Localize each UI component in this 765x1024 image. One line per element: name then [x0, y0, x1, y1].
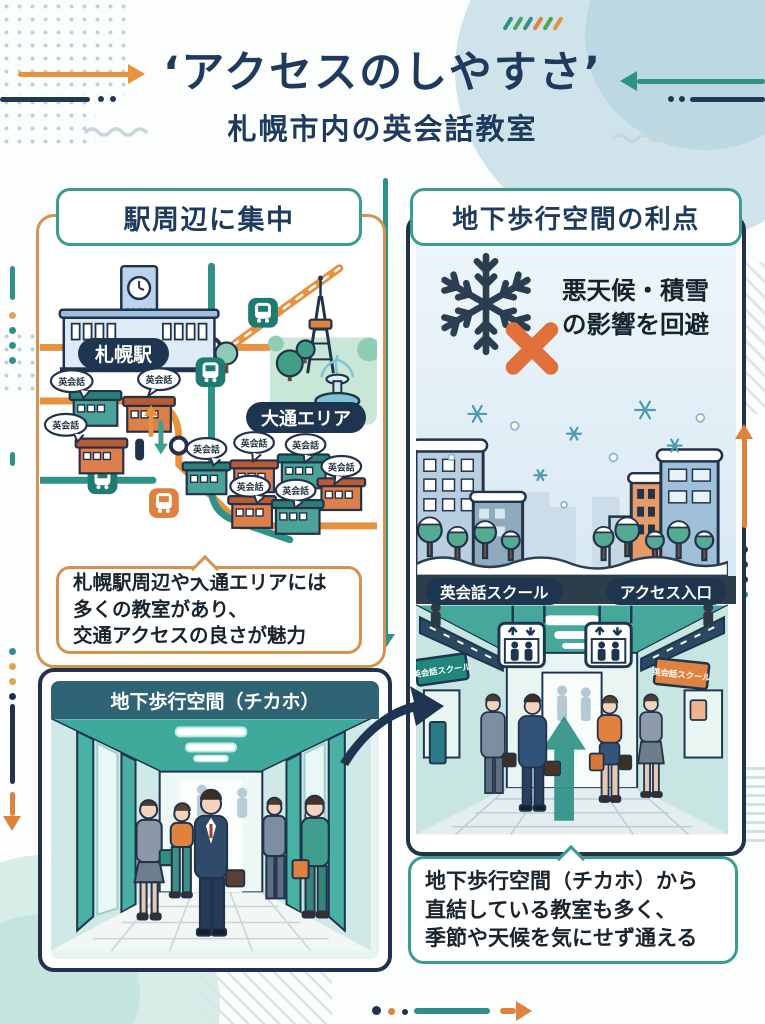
underground-panel: 悪天候・積雪 の影響を回避 — [406, 214, 746, 856]
decor-dot — [98, 96, 104, 102]
bottom-arrow-right-icon — [516, 1001, 532, 1021]
decor-dot — [9, 312, 16, 319]
svg-text:英会話: 英会話 — [240, 438, 268, 450]
left-caption-line: 札幌駅周辺や大通エリアには — [73, 570, 327, 594]
hatch-bottom — [200, 968, 332, 1024]
header-arrow-right-icon — [620, 71, 637, 91]
snowy-city-illustration — [416, 400, 728, 576]
bottom-arrow-shaft — [500, 1008, 516, 1014]
walkway-title-band: 地下歩行空間（チカホ） — [51, 681, 379, 719]
left-edge-dash — [10, 266, 15, 300]
svg-text:英会話: 英会話 — [281, 485, 309, 497]
right-caption-line: 地下歩行空間（チカホ）から — [425, 868, 698, 893]
decor-dot — [9, 648, 16, 655]
left-edge-arrow-shaft — [10, 792, 15, 816]
eikaiwa-school-pill: 英会話スクール — [426, 578, 563, 605]
svg-text:英会話: 英会話 — [51, 420, 79, 432]
right-panel-title: 地下歩行空間の利点 — [452, 204, 700, 235]
decor-dot — [9, 342, 16, 349]
header-arrow-right-shaft — [637, 79, 765, 84]
snowflake-icon — [441, 252, 531, 356]
decor-dot — [9, 357, 16, 364]
decor-dot — [9, 693, 16, 700]
wave-right-icon — [612, 133, 676, 143]
right-caption-line: 季節や天候を気にせず通える — [425, 926, 698, 951]
svg-text:英会話: 英会話 — [291, 440, 319, 452]
decor-dot — [402, 1009, 408, 1015]
decor-dot — [679, 96, 685, 102]
svg-text:英会話: 英会話 — [57, 376, 85, 388]
odori-area-pill: 大通エリア — [246, 402, 366, 433]
right-panel-header: 地下歩行空間の利点 — [410, 188, 742, 246]
hash-marks-icon — [502, 16, 564, 31]
right-edge-arrow-shaft — [742, 438, 747, 528]
left-edge-dash-2 — [10, 452, 15, 466]
svg-text:英会話: 英会話 — [192, 444, 220, 456]
left-panel-title: 駅周辺に集中 — [123, 204, 295, 236]
page-subtitle: 札幌市内の英会話教室 — [227, 112, 538, 146]
decor-dot — [388, 1008, 395, 1015]
right-caption-line: 直結している教室も多く、 — [425, 897, 677, 922]
decor-dot — [9, 663, 16, 670]
decor-dot — [9, 327, 16, 334]
wave-left-icon — [84, 127, 148, 137]
sapporo-station-pill: 札幌駅 — [78, 338, 170, 369]
header-line-right — [690, 97, 765, 102]
header-line-left — [0, 97, 90, 102]
left-caption-box: 札幌駅周辺や大通エリアには 多くの教室があり、 交通アクセスの良さが魅力 — [56, 554, 362, 654]
weather-note-line1: 悪天候・積雪 — [562, 276, 709, 305]
page-title: ‘アクセスのしやすさ’ — [162, 48, 603, 98]
decor-dot — [372, 1006, 381, 1015]
left-caption-line: 交通アクセスの良さが魅力 — [73, 624, 307, 648]
svg-text:英会話: 英会話 — [236, 481, 264, 493]
decor-dot — [668, 96, 674, 102]
eikaiwa-bubbles: 英会話 英会話 英会話 英会話 英会話 英会話 英会話 英会話 英会話 — [43, 367, 363, 510]
left-edge-arrow-down-icon — [3, 816, 21, 831]
right-edge-arrow-up-icon — [735, 424, 753, 439]
right-caption-box: 地下歩行空間（チカホ）から 直結している教室も多く、 季節や天候を気にせず通える — [408, 844, 738, 964]
bottom-teal-line — [414, 1008, 490, 1014]
weather-note-line2: の影響を回避 — [562, 310, 709, 340]
access-entrance-pill: アクセス入口 — [605, 578, 726, 605]
shop-sign-left: 英会話スクール — [416, 652, 472, 687]
station-map-illustration: 英会話 英会話 英会話 英会話 英会話 英会話 英会話 英会話 英会話 — [40, 262, 377, 544]
dot-grid-top-left-2 — [0, 96, 96, 148]
header-arrow-left-shaft — [18, 72, 130, 77]
walkway-panel: 地下歩行空間（チカホ） — [38, 668, 392, 972]
header-arrow-left-icon — [128, 64, 145, 84]
elevator-sign-icon — [497, 605, 633, 669]
shop-sign-right: 英会話スクール — [651, 657, 712, 691]
left-caption-line: 多くの教室があり、 — [73, 597, 248, 621]
svg-text:英会話: 英会話 — [327, 461, 355, 473]
svg-text:英会話: 英会話 — [145, 374, 173, 386]
curved-arrow-icon — [340, 686, 444, 766]
weather-scene: 悪天候・積雪 の影響を回避 — [416, 224, 736, 576]
walkway-title: 地下歩行空間（チカホ） — [110, 690, 320, 713]
x-mark-icon — [500, 316, 564, 380]
left-panel-header: 駅周辺に集中 — [56, 188, 362, 246]
mall-scene: 英会話スクール 英会話スクール — [416, 604, 736, 838]
school-buildings-left — [68, 389, 176, 475]
dot-grid-top-left — [0, 0, 132, 96]
left-edge-navy-line — [10, 704, 15, 784]
walkway-illustration — [51, 719, 371, 951]
decor-dot — [110, 96, 116, 102]
decor-dot — [9, 678, 16, 685]
street-level-band: 英会話スクール アクセス入口 — [416, 576, 736, 605]
